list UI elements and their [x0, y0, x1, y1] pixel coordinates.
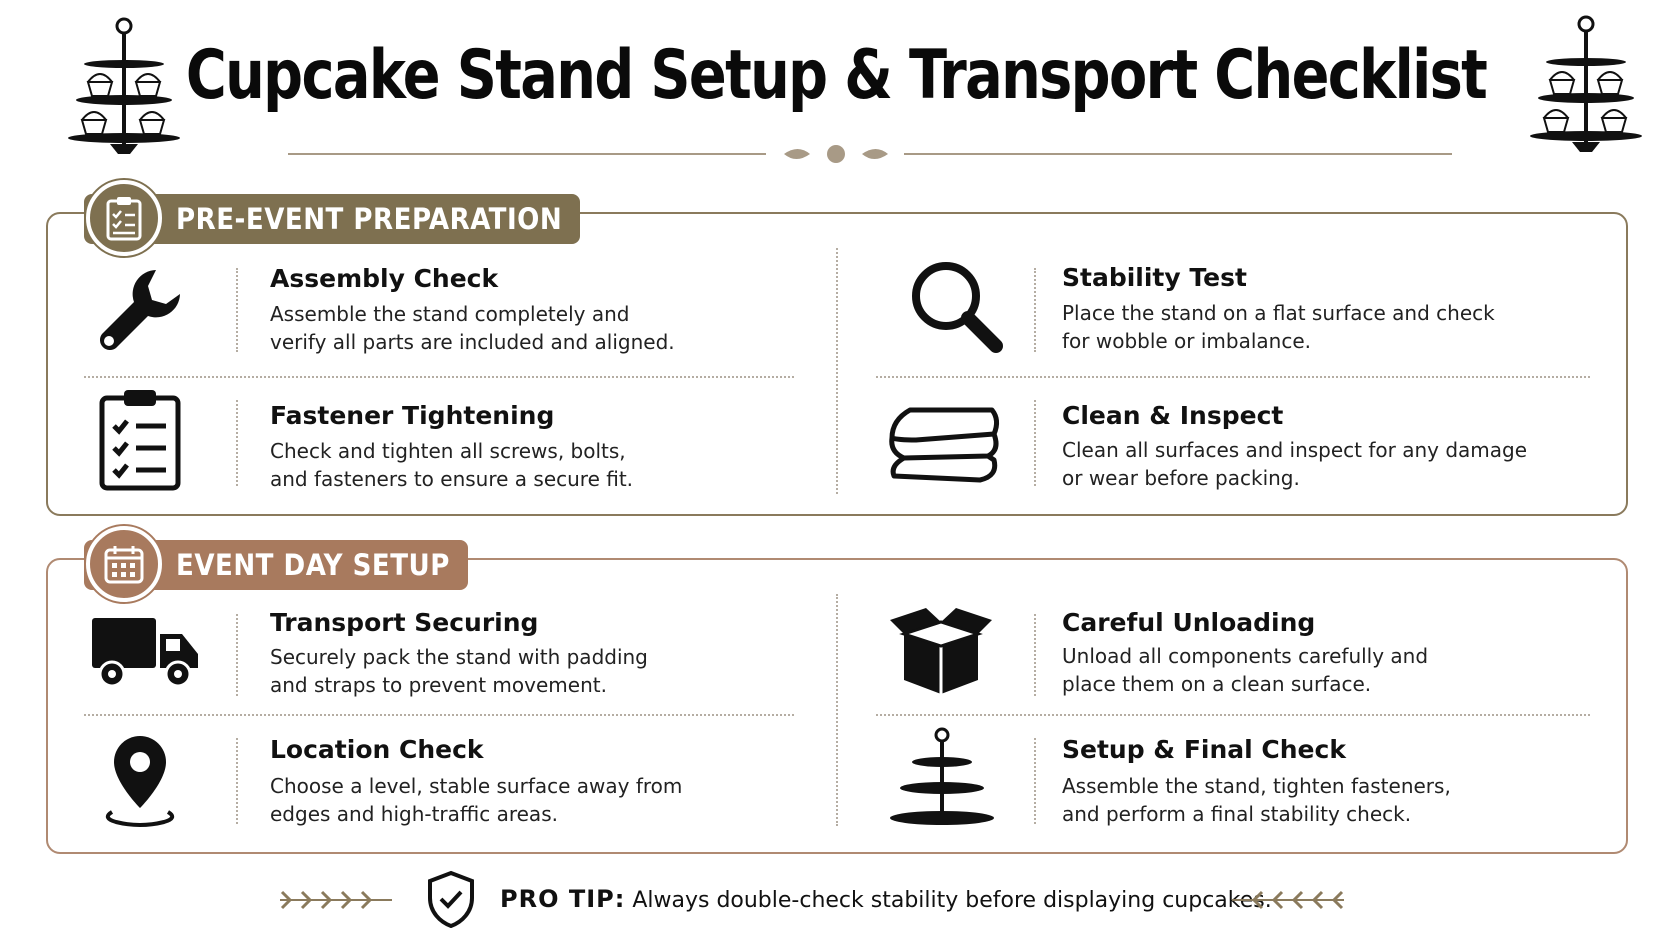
- item-title: Assembly Check: [270, 264, 499, 293]
- item-desc: Choose a level, stable surface away from…: [270, 774, 683, 826]
- magnifier-icon: [912, 262, 1003, 353]
- item-title: Stability Test: [1062, 263, 1247, 292]
- cupcake-stand-illustration-right: [1530, 15, 1642, 152]
- column-divider: [1034, 614, 1036, 696]
- column-divider: [236, 738, 238, 824]
- item-desc: Place the stand on a flat surface and ch…: [1062, 301, 1495, 353]
- open-box-icon: [890, 608, 992, 694]
- arrow-ornament-right-icon: [1232, 890, 1344, 910]
- item-desc: Assemble the stand, tighten fasteners,an…: [1062, 774, 1451, 826]
- column-divider: [236, 400, 238, 486]
- section-heading: PRE-EVENT PREPARATION: [84, 194, 581, 244]
- pre-event-panel: [46, 212, 1628, 516]
- column-divider: [1034, 400, 1036, 486]
- item-title: Setup & Final Check: [1062, 735, 1346, 764]
- item-title: Careful Unloading: [1062, 608, 1316, 637]
- item-title: Fastener Tightening: [270, 401, 555, 430]
- column-divider: [1034, 738, 1036, 824]
- center-divider: [836, 594, 838, 826]
- item-title: Location Check: [270, 735, 484, 764]
- pro-tip: PRO TIP: Always double-check stability b…: [500, 885, 1272, 913]
- item-desc: Clean all surfaces and inspect for any d…: [1062, 438, 1528, 490]
- row-divider: [84, 714, 794, 716]
- column-divider: [1034, 268, 1036, 352]
- clipboard-check-icon: [106, 197, 142, 241]
- title-divider-right: [904, 153, 1452, 155]
- calendar-icon: [104, 546, 144, 584]
- item-title: Transport Securing: [270, 608, 539, 637]
- folded-cloth-icon: [889, 407, 1000, 483]
- wrench-icon: [100, 270, 180, 350]
- truck-icon: [92, 618, 198, 688]
- title-divider-left: [288, 153, 766, 155]
- column-divider: [236, 268, 238, 352]
- checklist-icon: [99, 390, 181, 491]
- pro-tip-label: PRO TIP:: [500, 885, 626, 913]
- column-divider: [236, 614, 238, 696]
- event-day-panel: [46, 558, 1628, 854]
- page-title: Cupcake Stand Setup & Transport Checklis…: [185, 36, 1488, 115]
- item-title: Clean & Inspect: [1062, 401, 1284, 430]
- center-divider: [836, 248, 838, 494]
- tiered-stand-icon: [890, 727, 994, 825]
- section-badge: [86, 180, 162, 256]
- cupcake-stand-illustration-left: [68, 17, 180, 154]
- row-divider: [876, 376, 1590, 378]
- section-badge: [86, 526, 162, 602]
- leaf-ornament-icon: [784, 145, 888, 163]
- item-desc: Check and tighten all screws, bolts,and …: [270, 439, 634, 491]
- shield-check-icon: [428, 870, 474, 928]
- row-divider: [84, 376, 794, 378]
- arrow-ornament-left-icon: [280, 890, 392, 910]
- row-divider: [876, 714, 1590, 716]
- location-pin-icon: [105, 736, 175, 827]
- pro-tip-text: Always double-check stability before dis…: [632, 888, 1272, 913]
